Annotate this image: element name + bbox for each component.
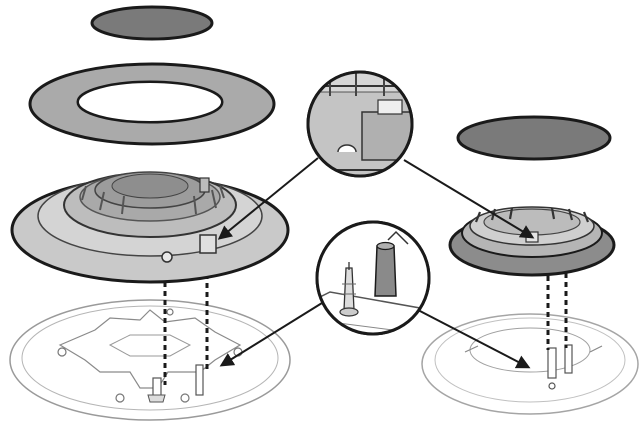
large-burner-alignment-lines — [163, 265, 209, 385]
small-burner-cap — [456, 115, 612, 161]
arrow-electrode-to-large-base — [219, 302, 323, 367]
arrow-electrode-to-small-base — [417, 309, 531, 369]
large-flame-spreader-ring — [28, 62, 276, 146]
detail-alignment-notch — [306, 70, 414, 178]
leader-arrows — [217, 157, 535, 369]
arrow-notch-to-small-body — [403, 159, 535, 239]
large-burner-base — [9, 299, 291, 421]
small-burner-body — [448, 206, 616, 277]
large-burner-cap — [90, 5, 214, 41]
arrow-notch-to-large-body — [217, 157, 319, 240]
small-burner-alignment-lines — [546, 273, 568, 350]
detail-ignition-electrode — [315, 220, 431, 336]
large-burner-body — [10, 171, 290, 284]
